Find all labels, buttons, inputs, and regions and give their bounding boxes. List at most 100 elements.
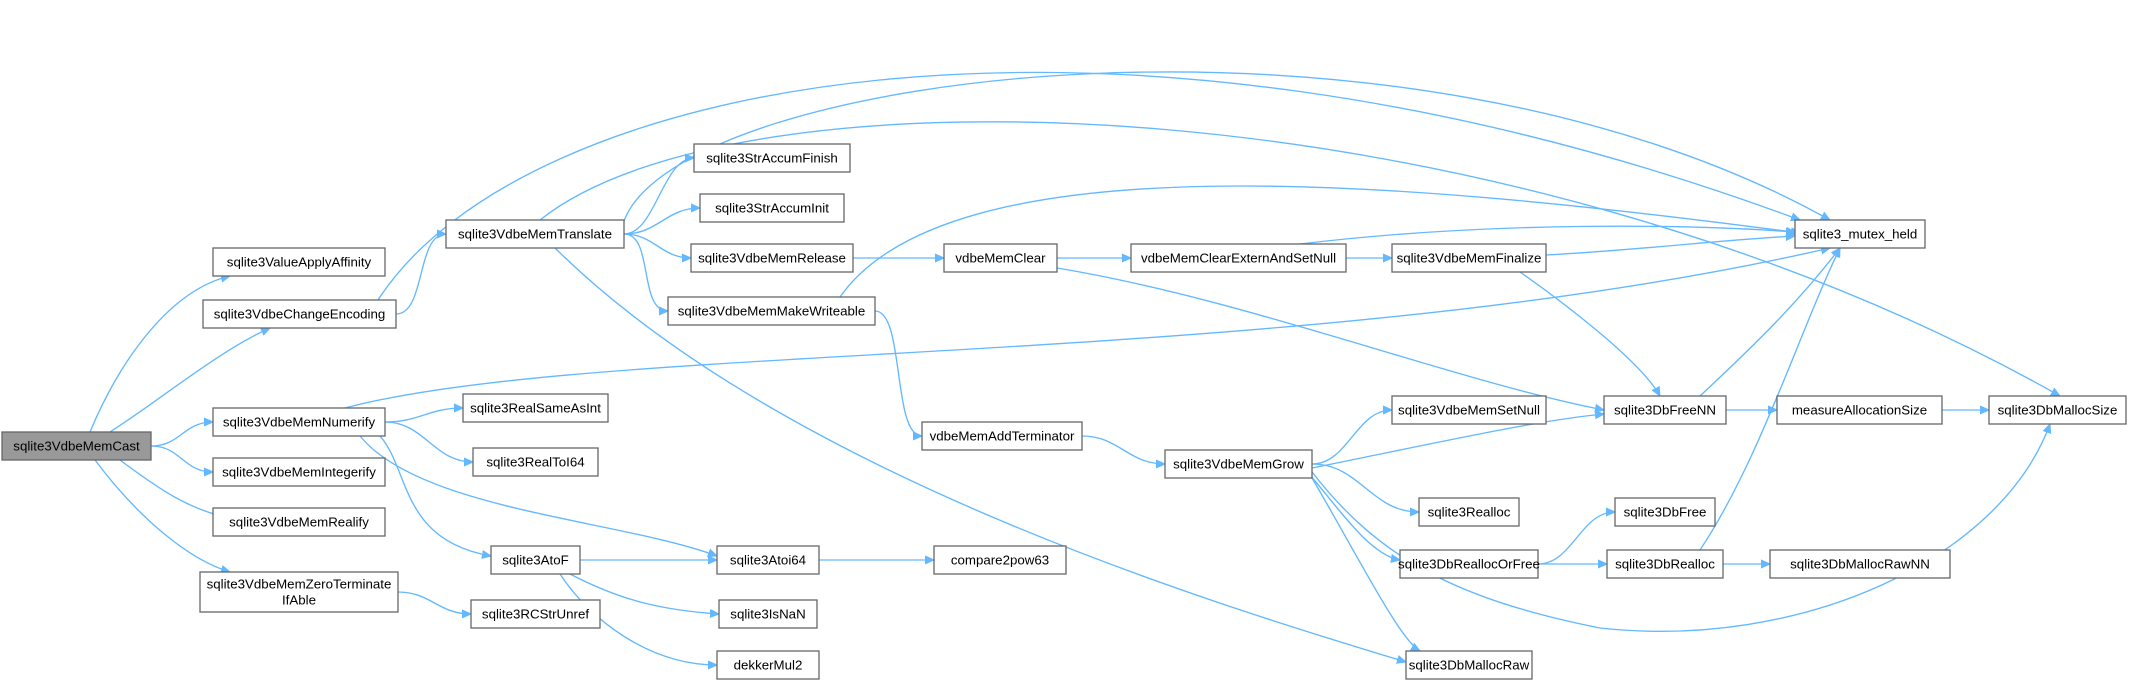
edge-chenc-to-mutexheld	[377, 71, 1800, 301]
edge-memgrow-to-setnull	[1311, 410, 1392, 465]
edge-atof-to-dekker	[559, 573, 717, 665]
node-addterm[interactable]: vdbeMemAddTerminator	[921, 421, 1083, 451]
node-label: sqlite3Realloc	[1428, 505, 1511, 520]
node-setnull[interactable]: sqlite3VdbeMemSetNull	[1391, 395, 1547, 425]
node-label: sqlite3VdbeMemCast	[13, 439, 140, 454]
edge-translate-to-makewrite	[623, 233, 668, 311]
node-label: vdbeMemClearExternAndSetNull	[1141, 251, 1336, 266]
node-label: measureAllocationSize	[1792, 403, 1927, 418]
node-label: vdbeMemAddTerminator	[930, 429, 1075, 444]
node-dbmallocraw[interactable]: sqlite3DbMallocRaw	[1405, 650, 1533, 680]
node-label: sqlite3DbRealloc	[1615, 557, 1715, 572]
edge-memgrow-to-dbfreenn	[1311, 414, 1604, 469]
edge-dbfreenn-to-mutexheld	[1699, 248, 1840, 397]
edge-memgrow-to-realloc	[1311, 463, 1419, 512]
edge-finalize-to-mutexheld	[1545, 236, 1795, 256]
edge-cast-to-numerify	[150, 422, 213, 447]
node-box	[1606, 549, 1724, 579]
node-box	[199, 571, 399, 613]
edge-finalize-to-dbfreenn	[1519, 271, 1660, 396]
node-label: sqlite3Atoi64	[730, 553, 806, 568]
node-rcstrunref[interactable]: sqlite3RCStrUnref	[470, 599, 601, 629]
node-dbfree[interactable]: sqlite3DbFree	[1614, 497, 1716, 527]
node-dbrealloc[interactable]: sqlite3DbRealloc	[1606, 549, 1724, 579]
edge-makewrite-to-mutexheld	[839, 185, 1800, 298]
node-dekker[interactable]: dekkerMul2	[716, 650, 820, 680]
node-label: compare2pow63	[951, 553, 1049, 568]
edge-chenc-to-translate	[395, 234, 446, 315]
node-label: sqlite3VdbeMemIntegerify	[222, 465, 376, 480]
node-chenc[interactable]: sqlite3VdbeChangeEncoding	[202, 299, 397, 329]
node-box	[472, 447, 599, 477]
node-atof[interactable]: sqlite3AtoF	[490, 545, 581, 575]
node-dbfreenn[interactable]: sqlite3DbFreeNN	[1603, 395, 1727, 425]
node-label: sqlite3VdbeMemTranslate	[458, 227, 612, 242]
node-memrelease[interactable]: sqlite3VdbeMemRelease	[690, 243, 854, 273]
node-box	[490, 545, 581, 575]
node-label: sqlite3VdbeMemSetNull	[1398, 403, 1540, 418]
node-realloc[interactable]: sqlite3Realloc	[1418, 497, 1520, 527]
node-sameasint[interactable]: sqlite3RealSameAsInt	[462, 393, 609, 423]
node-measure[interactable]: measureAllocationSize	[1776, 395, 1943, 425]
edge-translate-to-saccinit	[623, 208, 700, 235]
node-saccinit[interactable]: sqlite3StrAccumInit	[699, 193, 845, 223]
node-realtoi64[interactable]: sqlite3RealToI64	[472, 447, 599, 477]
node-memgrow[interactable]: sqlite3VdbeMemGrow	[1164, 449, 1313, 479]
node-isnan[interactable]: sqlite3IsNaN	[718, 599, 818, 629]
node-mutexheld[interactable]: sqlite3_mutex_held	[1794, 219, 1926, 249]
edge-translate-to-mallocsize	[539, 121, 2060, 396]
edge-dbreallocfree-to-dbfree	[1537, 512, 1615, 565]
node-label: sqlite3VdbeMemGrow	[1173, 457, 1304, 472]
node-box	[1, 431, 152, 461]
edge-cast-to-chenc	[109, 327, 270, 433]
node-box	[470, 599, 601, 629]
node-rawnn[interactable]: sqlite3DbMallocRawNN	[1769, 549, 1951, 579]
edge-memgrow-to-dbmallocraw	[1311, 477, 1420, 651]
edge-numerify-to-mutexheld	[344, 248, 1830, 409]
node-label: sqlite3DbMallocRaw	[1409, 658, 1530, 673]
node-cast[interactable]: sqlite3VdbeMemCast	[1, 431, 152, 461]
node-valaff[interactable]: sqlite3ValueApplyAffinity	[212, 247, 386, 277]
node-label: sqlite3ValueApplyAffinity	[227, 255, 372, 270]
node-label: sqlite3_mutex_held	[1803, 227, 1918, 242]
edge-numerify-to-sameasint	[384, 408, 463, 423]
edge-atof-to-isnan	[569, 573, 719, 614]
edge-zeroterm-to-rcstrunref	[397, 591, 471, 614]
node-label: sqlite3VdbeChangeEncoding	[214, 307, 386, 322]
node-box	[462, 393, 609, 423]
node-finalize[interactable]: sqlite3VdbeMemFinalize	[1391, 243, 1547, 273]
node-box	[693, 143, 851, 173]
node-box	[1614, 497, 1716, 527]
node-numerify[interactable]: sqlite3VdbeMemNumerify	[212, 407, 386, 437]
node-makewrite[interactable]: sqlite3VdbeMemMakeWriteable	[667, 296, 876, 326]
node-integerify[interactable]: sqlite3VdbeMemIntegerify	[212, 457, 386, 487]
node-box	[699, 193, 845, 223]
node-compare[interactable]: compare2pow63	[933, 545, 1067, 575]
node-box	[202, 299, 397, 329]
node-saccfinish[interactable]: sqlite3StrAccumFinish	[693, 143, 851, 173]
node-box	[690, 243, 854, 273]
node-box	[1603, 395, 1727, 425]
node-label: sqlite3DbFreeNN	[1614, 403, 1716, 418]
node-clearext[interactable]: vdbeMemClearExternAndSetNull	[1130, 243, 1347, 273]
node-translate[interactable]: sqlite3VdbeMemTranslate	[445, 219, 625, 249]
edge-translate-to-dbmallocraw	[554, 247, 1406, 662]
node-box	[1399, 549, 1539, 579]
node-realify[interactable]: sqlite3VdbeMemRealify	[212, 507, 386, 537]
node-dbreallocfree[interactable]: sqlite3DbReallocOrFree	[1398, 549, 1540, 579]
node-box	[933, 545, 1067, 575]
node-label: sqlite3VdbeMemZeroTerminate	[207, 577, 392, 592]
node-box	[445, 219, 625, 249]
node-atoi64[interactable]: sqlite3Atoi64	[716, 545, 820, 575]
node-memclear[interactable]: vdbeMemClear	[943, 243, 1058, 273]
node-mallocsize[interactable]: sqlite3DbMallocSize	[1988, 395, 2127, 425]
node-label: sqlite3StrAccumInit	[715, 201, 829, 216]
edge-cast-to-valaff	[89, 276, 230, 433]
node-box	[1164, 449, 1313, 479]
node-box	[1130, 243, 1347, 273]
edge-cast-to-integerify	[150, 445, 213, 472]
edge-clearext-to-mutexheld	[1299, 225, 1795, 245]
node-label: sqlite3VdbeMemFinalize	[1397, 251, 1542, 266]
